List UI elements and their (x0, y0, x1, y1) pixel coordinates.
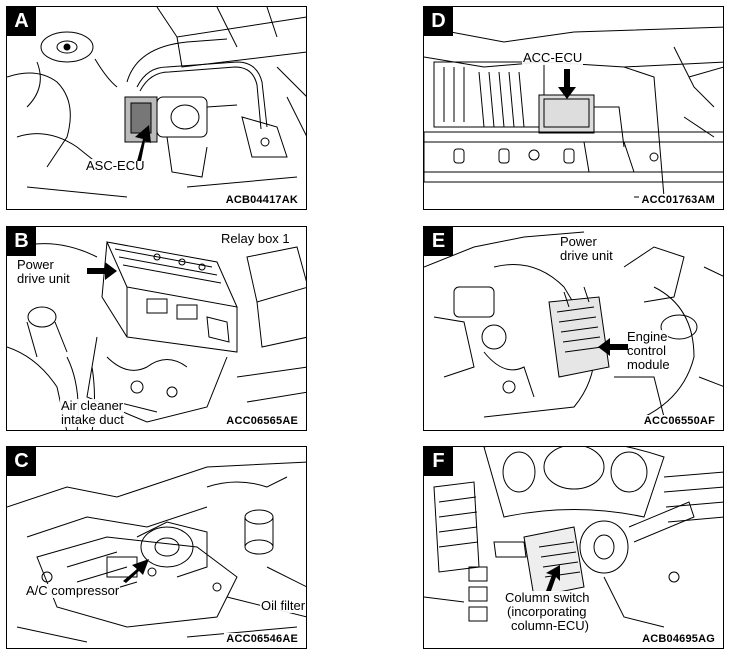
panel-d-letter: D (424, 7, 453, 36)
panel-e-code: ACC06550AF (641, 415, 717, 427)
ecm-label-2: control (626, 343, 668, 358)
panel-a-drawing (7, 7, 306, 198)
panel-a: A ASC-ECU ACB04417AK (6, 6, 307, 210)
panel-f-letter: F (424, 447, 453, 476)
panel-a-letter: A (7, 7, 36, 36)
panel-e-letter: E (424, 227, 453, 256)
air-cleaner-label-2: intake duct (60, 412, 125, 427)
panel-d-code: ACC01763AM (639, 194, 717, 206)
arrow-icon (123, 559, 149, 583)
power-drive-unit-label-2: drive unit (16, 271, 71, 286)
arrow-icon (558, 69, 576, 99)
panel-a-code: ACB04417AK (223, 194, 300, 206)
panel-c-drawing (7, 461, 306, 643)
ecm-label-1: Engine (626, 329, 669, 344)
ecm-label-3: module (626, 357, 671, 372)
relay-box-label: Relay box 1 (220, 231, 291, 246)
panel-d: D ACC-ECU ACC01763AM (423, 6, 724, 210)
panel-c-code: ACC06546AE (224, 633, 300, 645)
air-cleaner-label-1: Air cleaner (60, 398, 125, 413)
panel-e: E Power drive unit Engine control module… (423, 226, 724, 431)
panel-e-drawing (424, 231, 723, 418)
power-drive-unit-label-1: Power (559, 234, 598, 249)
panel-b-drawing (7, 241, 306, 430)
panel-c-letter: C (7, 447, 36, 476)
column-switch-label-1: Column switch (504, 590, 591, 605)
arrow-icon (546, 565, 560, 591)
panel-b-code: ACC06565AE (224, 415, 300, 427)
column-switch-label-2: (incorporating (506, 604, 588, 619)
arrow-icon (135, 125, 151, 161)
arrow-icon (87, 262, 117, 280)
panel-f: F Column switch (incorporating column-EC… (423, 446, 724, 649)
asc-ecu-label: ASC-ECU (85, 158, 146, 173)
panel-d-drawing (424, 26, 723, 198)
ac-compressor-label: A/C compressor (25, 583, 121, 598)
column-switch-label-3: column-ECU) (510, 618, 591, 633)
acc-ecu-label: ACC-ECU (522, 50, 584, 65)
power-drive-unit-label-2: drive unit (559, 248, 614, 263)
power-drive-unit-label-1: Power (16, 257, 55, 272)
panel-c: C A/C compressor Oil filter ACC06546AE (6, 446, 307, 649)
panel-b-letter: B (7, 227, 36, 256)
arrow-icon (598, 338, 628, 356)
oil-filter-label: Oil filter (260, 598, 306, 613)
panel-f-code: ACB04695AG (640, 633, 717, 645)
panel-f-drawing (424, 447, 723, 628)
panel-b: B Relay box 1 Power drive unit Air clean… (6, 226, 307, 431)
